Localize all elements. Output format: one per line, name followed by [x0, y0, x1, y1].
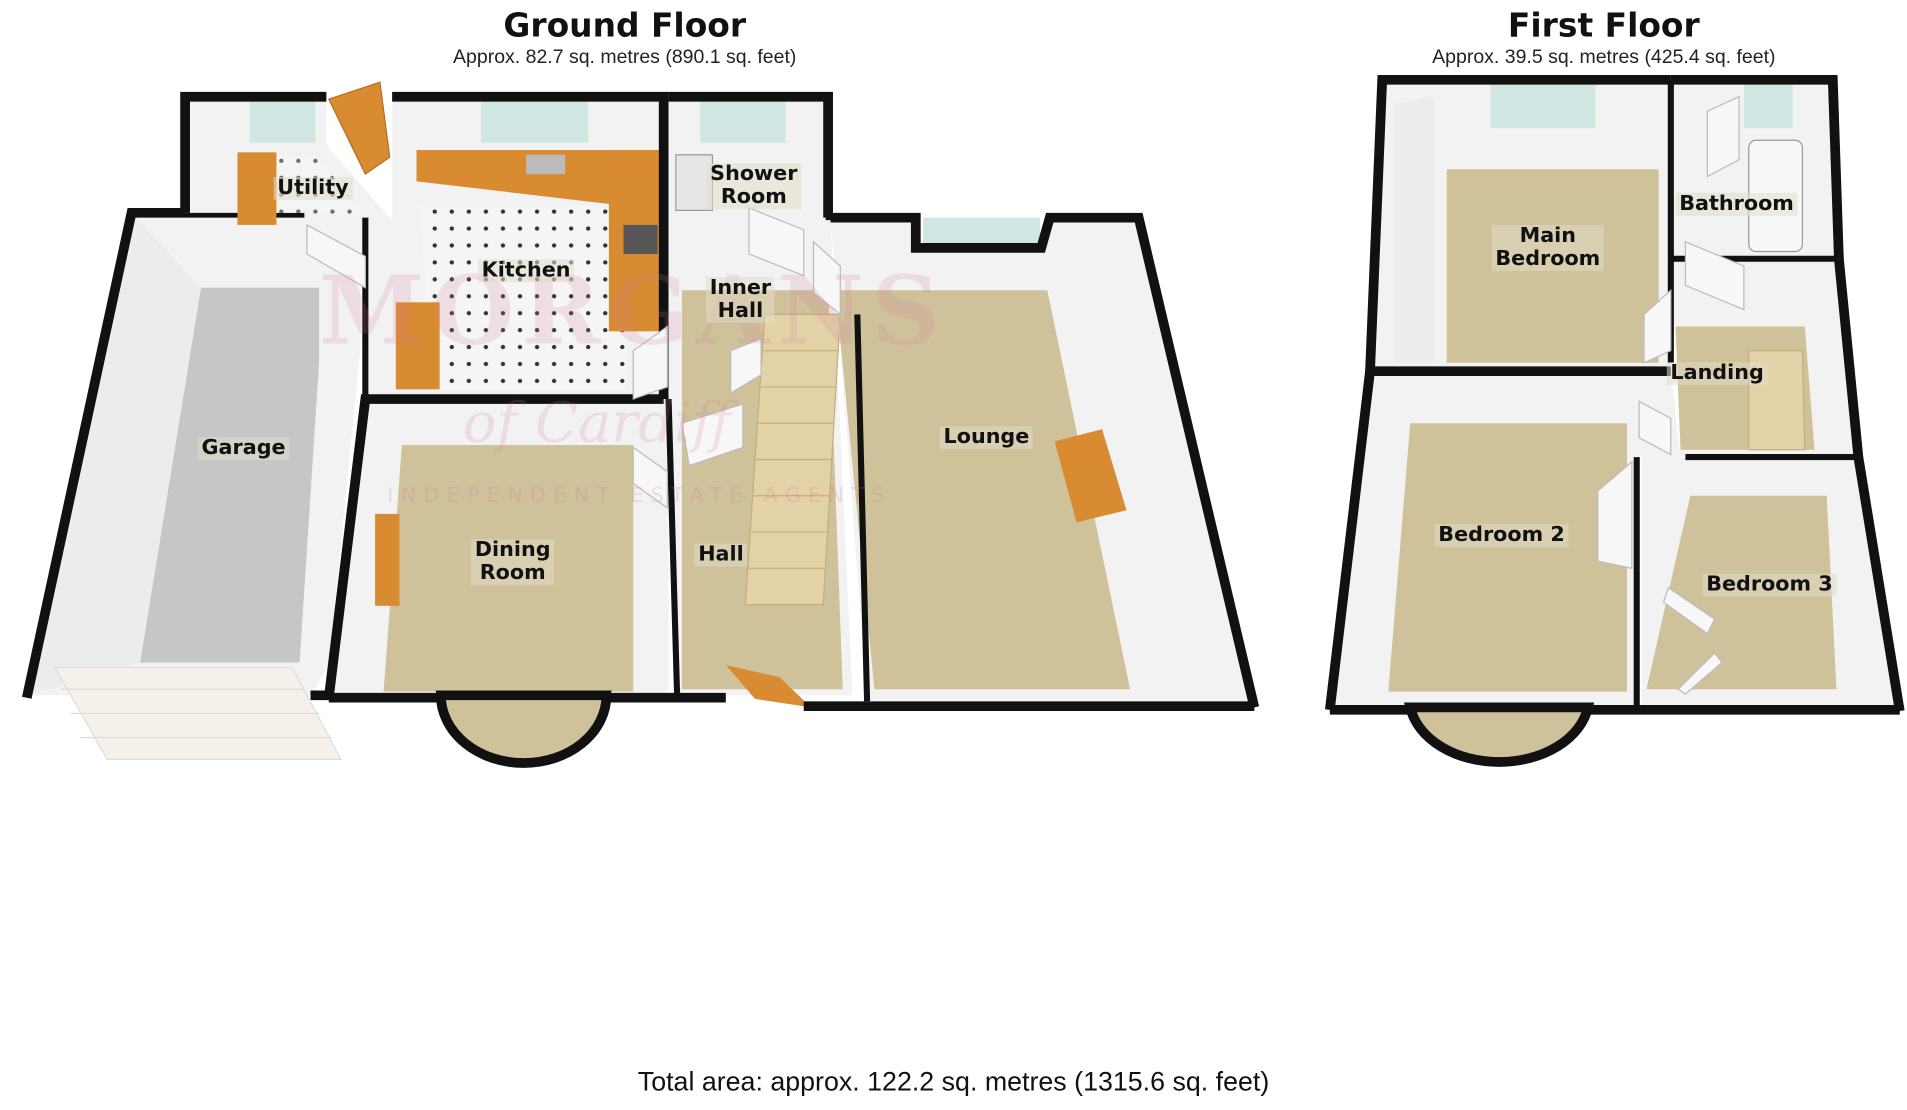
- label-kitchen: Kitchen: [478, 259, 575, 283]
- landing-area: [1670, 258, 1864, 458]
- bathroom-room: [1670, 74, 1844, 259]
- back-door: [327, 81, 391, 176]
- first-floor-doors: [1597, 95, 1745, 695]
- ground-front-wall: [328, 217, 1255, 712]
- garage-door: [53, 666, 342, 760]
- label-bathroom: Bathroom: [1675, 192, 1798, 216]
- main-bedroom: [1365, 74, 1671, 372]
- label-utility: Utility: [273, 177, 353, 201]
- first-floor-area: Approx. 39.5 sq. metres (425.4 sq. feet): [1432, 47, 1776, 68]
- label-bedroom-3: Bedroom 3: [1702, 573, 1837, 597]
- kitchen-room: [365, 91, 669, 400]
- ground-doors: [306, 207, 841, 510]
- label-bedroom-2: Bedroom 2: [1434, 524, 1569, 548]
- bedroom-2: [1324, 366, 1681, 767]
- watermark-script: of Cardiff: [462, 389, 732, 455]
- total-area: Total area: approx. 122.2 sq. metres (13…: [637, 1066, 1270, 1097]
- watermark-tagline: INDEPENDENT ESTATE AGENTS: [387, 483, 892, 508]
- lounge-room: [825, 212, 1260, 709]
- label-landing: Landing: [1666, 362, 1768, 386]
- dining-room: [323, 394, 669, 768]
- hall-area: [668, 217, 853, 708]
- label-hall: Hall: [694, 543, 748, 567]
- ground-floor-area: Approx. 82.7 sq. metres (890.1 sq. feet): [453, 47, 797, 68]
- label-garage: Garage: [197, 437, 290, 461]
- watermark-brand: MORGANS: [319, 256, 948, 367]
- label-lounge: Lounge: [939, 426, 1033, 450]
- first-floor-title: First Floor: [1507, 7, 1700, 45]
- ground-floor-title: Ground Floor: [503, 7, 747, 45]
- garage-room: [22, 207, 361, 701]
